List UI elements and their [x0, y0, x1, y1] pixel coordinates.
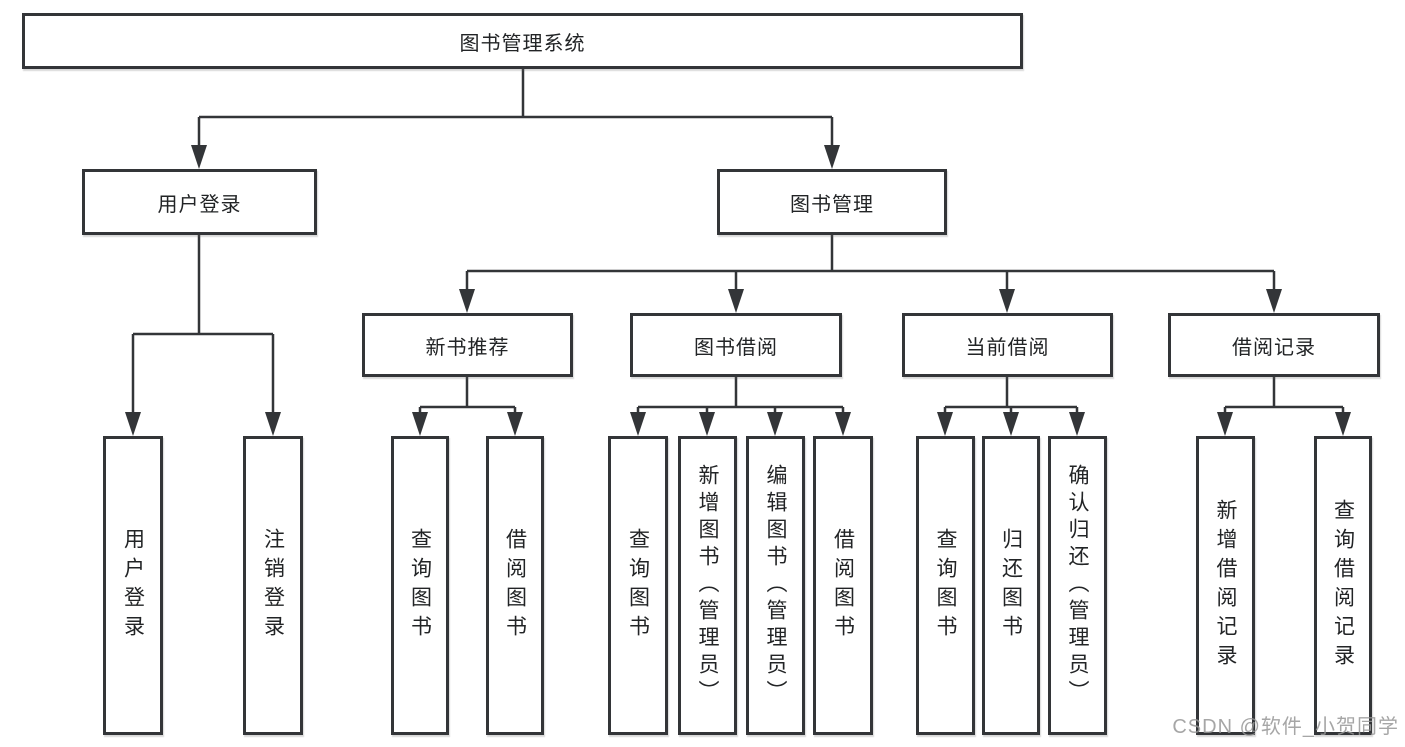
node-label: 查询图书 [626, 527, 650, 644]
node-label: 借阅图书 [831, 527, 855, 644]
node-library-management-system: 图书管理系统 [22, 13, 1023, 69]
node-label: 用户登录 [157, 193, 242, 216]
leaf-edit-book-admin: 编辑图书（管理员） [746, 436, 805, 735]
leaf-borrow-books-recommend: 借阅图书 [486, 436, 544, 735]
leaf-logout: 注销登录 [243, 436, 303, 735]
leaf-borrow-books-borrowing: 借阅图书 [813, 436, 873, 735]
node-label: 新增图书（管理员） [696, 464, 719, 707]
node-label: 编辑图书（管理员） [764, 464, 787, 707]
node-label: 新书推荐 [425, 336, 510, 359]
node-book-management: 图书管理 [717, 169, 947, 235]
node-label: 归还图书 [999, 527, 1023, 644]
node-book-borrowing: 图书借阅 [630, 313, 842, 377]
node-current-borrowing: 当前借阅 [902, 313, 1113, 377]
node-label: 图书管理系统 [459, 32, 586, 55]
leaf-query-books-recommend: 查询图书 [391, 436, 449, 735]
node-label: 查询图书 [934, 527, 957, 644]
leaf-query-books-borrowing: 查询图书 [608, 436, 668, 735]
node-label: 当前借阅 [965, 336, 1050, 359]
node-label: 查询图书 [408, 527, 432, 644]
leaf-query-books-current: 查询图书 [916, 436, 975, 735]
leaf-user-login: 用户登录 [103, 436, 163, 735]
watermark-text: CSDN @软件_小贺同学 [1172, 716, 1399, 738]
leaf-add-book-admin: 新增图书（管理员） [678, 436, 737, 735]
leaf-return-books: 归还图书 [982, 436, 1040, 735]
arrowhead-icons [125, 145, 1351, 436]
leaf-add-borrow-record: 新增借阅记录 [1196, 436, 1255, 735]
node-label: 图书借阅 [694, 336, 778, 359]
node-label: 新增借阅记录 [1214, 498, 1237, 673]
leaf-confirm-return-admin: 确认归还（管理员） [1048, 436, 1107, 735]
node-label: 图书管理 [790, 193, 874, 216]
node-label: 借阅图书 [503, 527, 527, 644]
node-new-book-recommendation: 新书推荐 [362, 313, 573, 377]
leaf-query-borrow-record: 查询借阅记录 [1314, 436, 1372, 735]
node-label: 注销登录 [261, 527, 285, 644]
node-label: 用户登录 [121, 527, 145, 644]
node-user-login: 用户登录 [82, 169, 317, 235]
node-label: 借阅记录 [1232, 336, 1316, 359]
node-label: 确认归还（管理员） [1066, 464, 1089, 707]
node-label: 查询借阅记录 [1331, 498, 1355, 673]
node-borrowing-records: 借阅记录 [1168, 313, 1380, 377]
